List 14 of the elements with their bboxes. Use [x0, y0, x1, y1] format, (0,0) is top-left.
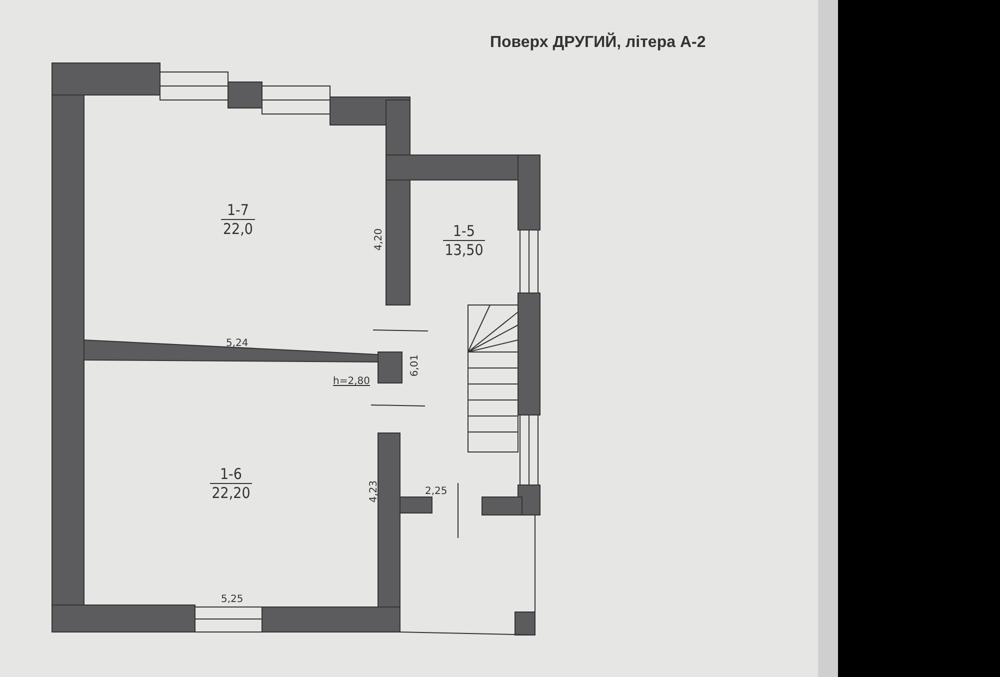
room-area-value: 22,20 [210, 483, 252, 502]
dimension-label: 6,01 [410, 354, 421, 377]
plan-title: Поверх ДРУГИЙ, літера А-2 [490, 34, 706, 52]
dimension-label: 5,25 [221, 594, 244, 605]
room-number: 1-7 [226, 200, 250, 218]
dimension-label: 5,24 [226, 338, 248, 349]
room-number: 1-6 [218, 465, 244, 483]
dimension-label: 4,23 [368, 480, 380, 503]
dimension-label: 4,20 [374, 228, 385, 251]
dimension-label: 2,25 [425, 486, 448, 497]
room-area-value: 13,50 [442, 240, 486, 258]
height-label: h=2,80 [333, 376, 370, 387]
room-area-value: 22,0 [220, 218, 256, 238]
room-number: 1-5 [452, 222, 476, 240]
